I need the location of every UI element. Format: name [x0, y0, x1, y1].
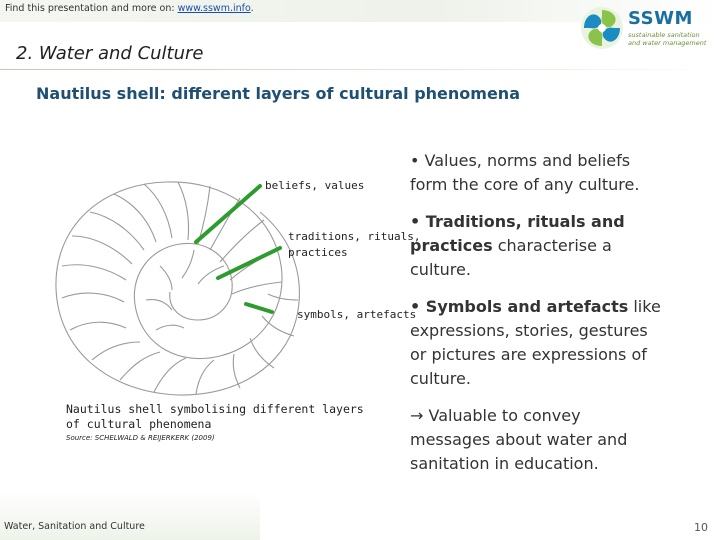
page-number: 10 — [694, 521, 708, 534]
layer-label-middle: traditions, rituals, practices — [288, 229, 420, 261]
figure-source: Source: SCHELWALD & REIJERKERK (2009) — [66, 434, 215, 442]
layer-label-core: beliefs, values — [265, 179, 365, 192]
bullet-symbols-bold: • Symbols and artefacts — [410, 297, 629, 316]
slide-title: Nautilus shell: different layers of cult… — [36, 84, 520, 103]
conclusion-line3: sanitation in education. — [410, 454, 599, 473]
bullet-symbols-rest: like — [628, 297, 661, 316]
pointer-middle — [216, 246, 282, 280]
top-bar: Find this presentation and more on: www.… — [0, 0, 720, 22]
logo-wordmark: SSWM — [628, 8, 693, 29]
pointer-outer — [244, 302, 274, 314]
source-note-prefix: Find this presentation and more on: — [5, 3, 178, 14]
bullet-symbols: • Symbols and artefacts like expressions… — [410, 295, 661, 391]
sswm-logo: SSWM sustainable sanitation and water ma… — [580, 6, 715, 54]
header-divider — [0, 69, 720, 70]
figure-caption-line2: of cultural phenomena — [66, 417, 212, 431]
nautilus-shell-illustration — [55, 181, 300, 396]
bullet-traditions-bold2: practices — [410, 236, 493, 255]
pointer-core — [194, 184, 262, 244]
bullet-values: • Values, norms and beliefs form the cor… — [410, 149, 639, 197]
bullet-values-line2: form the core of any culture. — [410, 175, 640, 194]
bullet-symbols-line2: expressions, stories, gestures — [410, 321, 648, 340]
conclusion-line2: messages about water and — [410, 430, 628, 449]
layer-label-middle-line2: practices — [288, 246, 348, 259]
figure-caption: Nautilus shell symbolising different lay… — [66, 402, 364, 432]
bullet-symbols-line4: culture. — [410, 369, 471, 388]
source-note-suffix: . — [250, 3, 254, 14]
conclusion-line1: → Valuable to convey — [410, 406, 581, 425]
layer-label-outer: symbols, artefacts — [297, 308, 417, 321]
bullet-traditions-rest: characterise a — [492, 236, 612, 255]
bullet-traditions-bold1: • Traditions, rituals and — [410, 212, 625, 231]
figure-caption-line1: Nautilus shell symbolising different lay… — [66, 402, 364, 416]
logo-tagline-2: and water management — [628, 39, 707, 47]
bullet-traditions-line3: culture. — [410, 260, 471, 279]
sswm-logo-icon — [581, 7, 623, 49]
footer-bar — [0, 492, 260, 540]
bullet-values-line1: • Values, norms and beliefs — [410, 151, 631, 170]
bullet-symbols-line3: or pictures are expressions of — [410, 345, 647, 364]
sswm-link[interactable]: www.sswm.info — [177, 3, 251, 14]
conclusion-text: → Valuable to convey messages about wate… — [410, 404, 627, 476]
section-title: 2. Water and Culture — [16, 43, 204, 64]
footer-title: Water, Sanitation and Culture — [4, 521, 145, 532]
source-note: Find this presentation and more on: www.… — [5, 3, 254, 14]
logo-tagline-1: sustainable sanitation — [628, 31, 700, 39]
bullet-traditions: • Traditions, rituals and practices char… — [410, 210, 625, 282]
layer-label-middle-line1: traditions, rituals, — [288, 230, 421, 243]
